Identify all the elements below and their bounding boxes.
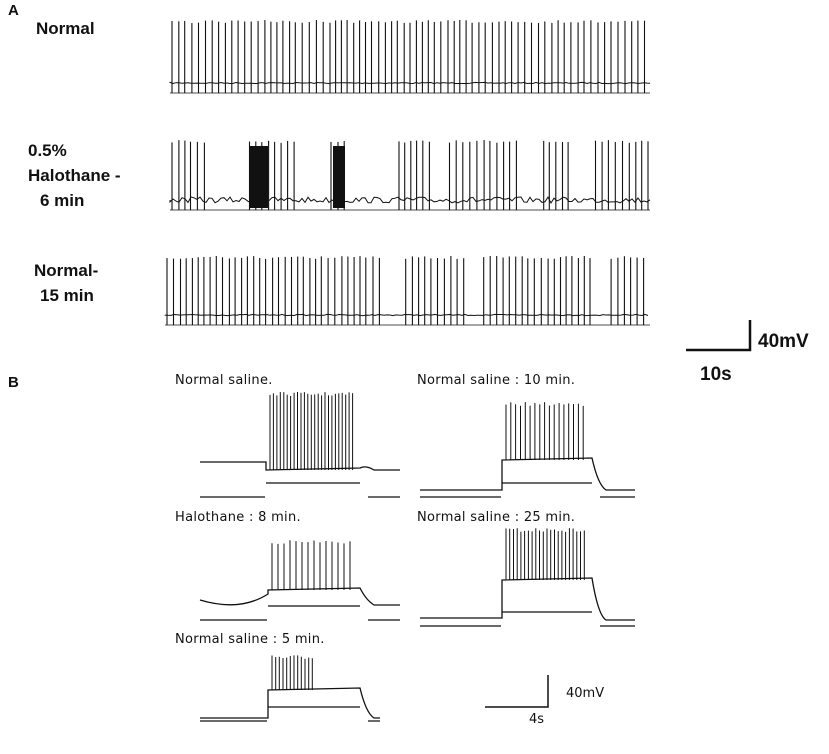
- trace-b4-current-step: [420, 611, 635, 627]
- trace-b2: [420, 402, 635, 498]
- trace-b4-voltage: [420, 577, 635, 621]
- trace-b4-label: Normal saline : 25 min.: [417, 510, 576, 525]
- trace-a3-baseline: [164, 313, 649, 317]
- trace-b2-voltage: [420, 457, 635, 491]
- trace-a3-label-line1: Normal-: [34, 261, 99, 280]
- burst-2: [333, 146, 345, 208]
- panel-b-letter: B: [8, 374, 19, 391]
- panel-b-traces: [199, 392, 635, 722]
- trace-a1-label-line1: Normal: [36, 19, 95, 38]
- trace-a2-label-line3: 6 min: [40, 191, 85, 210]
- trace-b5: [200, 655, 380, 722]
- trace-b3: [199, 540, 400, 621]
- trace-b3-voltage: [199, 587, 400, 606]
- scale-a-time-label: 10s: [700, 364, 732, 385]
- scale-b-time-label: 4s: [529, 712, 545, 727]
- trace-a2: [169, 140, 651, 211]
- trace-a1-label: Normal: [36, 16, 95, 41]
- panel-a-traces: [164, 20, 651, 326]
- trace-a2-baseline: [169, 196, 651, 205]
- trace-a2-label-line2: Halothane -: [28, 166, 121, 185]
- trace-b1-label: Normal saline.: [175, 373, 273, 388]
- trace-a2-label-line1: 0.5%: [28, 141, 67, 160]
- trace-b1-current-step: [200, 482, 400, 498]
- trace-a3-label: Normal- 15 min: [34, 258, 98, 308]
- panel-a-letter: A: [8, 2, 19, 19]
- trace-a1: [169, 20, 651, 94]
- trace-a3-label-line2: 15 min: [40, 286, 94, 305]
- trace-b3-label: Halothane : 8 min.: [175, 510, 301, 525]
- trace-b5-label: Normal saline : 5 min.: [175, 632, 325, 647]
- trace-b5-voltage: [200, 687, 380, 719]
- trace-b3-current-step: [200, 605, 400, 621]
- trace-b2-current-step: [420, 482, 635, 498]
- trace-b2-label: Normal saline : 10 min.: [417, 373, 576, 388]
- burst-1: [250, 146, 268, 208]
- trace-b1-voltage: [200, 461, 400, 471]
- scale-bars: [485, 320, 752, 708]
- trace-a2-label: 0.5% Halothane - 6 min: [28, 138, 121, 213]
- trace-a1-baseline: [169, 81, 651, 85]
- trace-b4: [420, 528, 635, 627]
- trace-a3: [164, 256, 650, 326]
- scale-bar-a: [686, 320, 752, 352]
- trace-b1: [200, 392, 400, 498]
- trace-b5-current-step: [200, 706, 380, 722]
- scale-a-voltage-label: 40mV: [758, 331, 809, 352]
- scale-bar-b: [485, 675, 549, 708]
- scale-b-voltage-label: 40mV: [566, 686, 605, 701]
